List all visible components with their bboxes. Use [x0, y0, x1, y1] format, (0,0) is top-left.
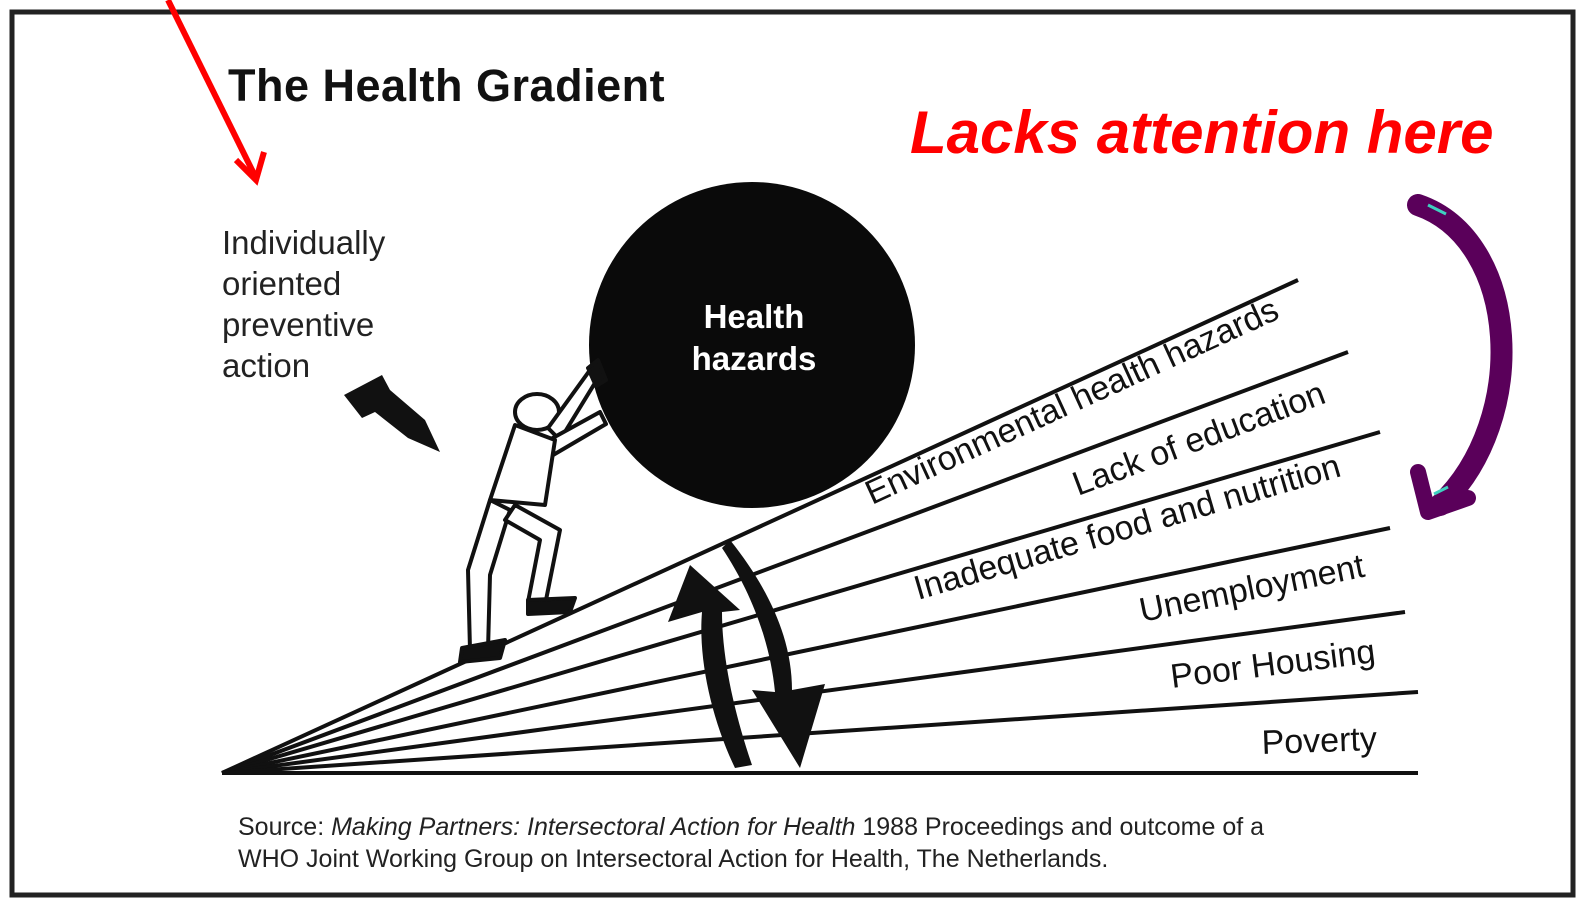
attention-callout: Lacks attention here [910, 99, 1494, 166]
diagram-title: The Health Gradient [228, 60, 666, 111]
slope-line-3 [221, 430, 1381, 775]
slope-line-2 [221, 350, 1349, 775]
preventive-action-arrow [344, 375, 440, 452]
source-rest: 1988 Proceedings and outcome of a [862, 813, 1265, 841]
individual-action-note: Individually oriented preventive action [222, 224, 386, 384]
source-line-1: Source: Making Partners: Intersectoral A… [238, 811, 1264, 843]
ball-label-line-2: hazards [692, 340, 817, 377]
source-title: Making Partners: Intersectoral Action fo… [331, 813, 856, 841]
health-hazards-ball [589, 182, 915, 508]
source-line-2: WHO Joint Working Group on Intersectoral… [238, 845, 1109, 873]
source-citation: Source: Making Partners: Intersectoral A… [238, 811, 1264, 875]
cycle-arrows [668, 540, 825, 768]
source-prefix: Source: [238, 813, 332, 841]
label-poverty: Poverty [1261, 720, 1378, 762]
purple-curved-arrow [1407, 194, 1513, 520]
red-pointer-arrow [165, 0, 267, 186]
slope-line-6 [221, 690, 1419, 775]
pushing-man-figure [458, 358, 608, 664]
slope-line-1 [221, 278, 1299, 775]
outer-border [9, 9, 1576, 898]
label-unemployment: Unemployment [1136, 547, 1368, 630]
ball-label-line-1: Health [704, 298, 805, 335]
slope-line-4 [221, 526, 1391, 775]
